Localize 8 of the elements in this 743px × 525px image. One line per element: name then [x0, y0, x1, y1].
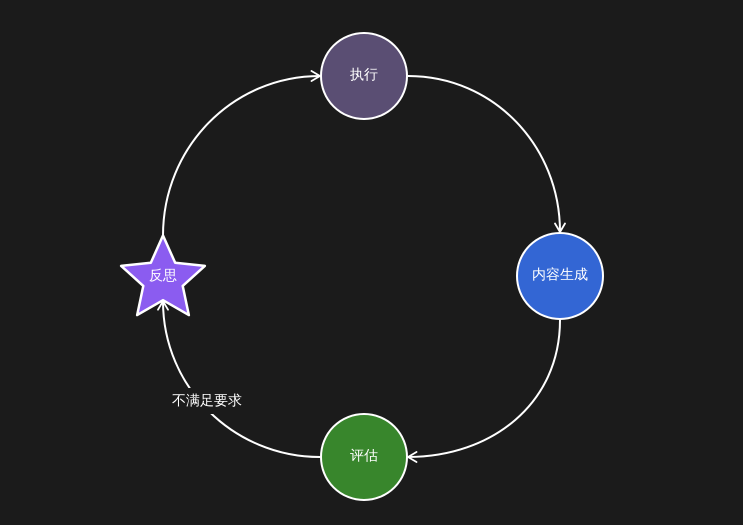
node-label: 反思	[149, 268, 177, 286]
node-label: 评估	[350, 448, 378, 466]
arrow	[408, 75, 566, 233]
arrow	[407, 320, 561, 462]
arrow	[162, 70, 321, 236]
star-node	[118, 232, 208, 318]
node-label: 内容生成	[532, 267, 588, 285]
node-label: 执行	[350, 67, 378, 85]
